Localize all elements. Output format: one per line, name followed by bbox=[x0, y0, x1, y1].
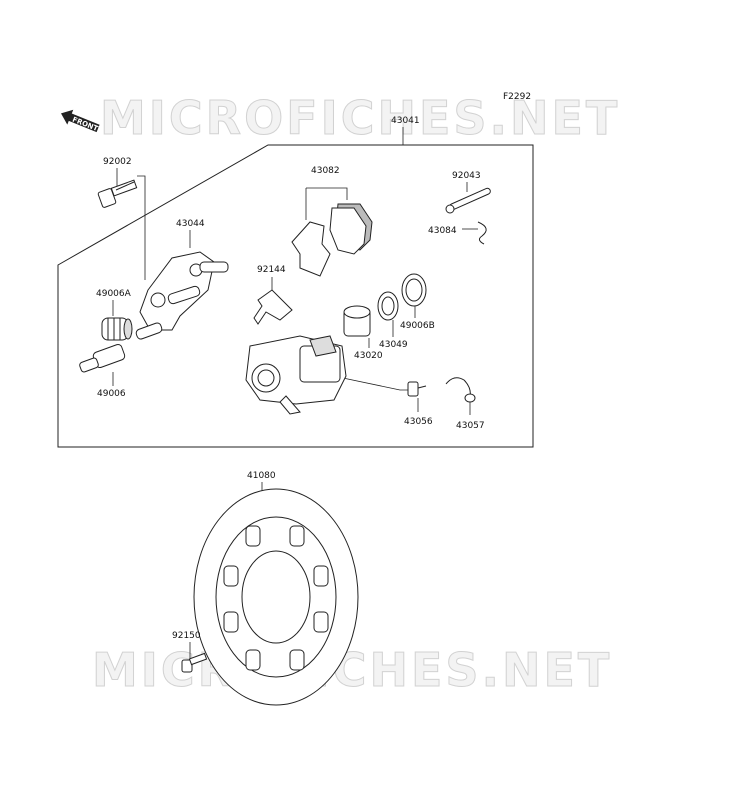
label-43057: 43057 bbox=[456, 421, 485, 431]
label-92043: 92043 bbox=[452, 171, 481, 181]
label-43041: 43041 bbox=[391, 116, 420, 126]
label-41080: 41080 bbox=[247, 471, 276, 481]
label-43084: 43084 bbox=[428, 226, 457, 236]
clip-43084 bbox=[477, 221, 487, 245]
brake-disc-41080 bbox=[193, 488, 359, 706]
label-92150: 92150 bbox=[172, 631, 201, 641]
label-49006A: 49006A bbox=[96, 289, 132, 299]
front-arrow-icon: FRONT bbox=[61, 109, 100, 134]
piston-43020 bbox=[343, 305, 371, 337]
label-43056: 43056 bbox=[404, 417, 433, 427]
label-43044: 43044 bbox=[176, 219, 205, 229]
figure-code: F2292 bbox=[503, 92, 531, 102]
assembly-frame bbox=[57, 144, 534, 448]
spring-92144 bbox=[253, 289, 293, 325]
bleeder-43056 bbox=[407, 381, 427, 397]
label-43020: 43020 bbox=[354, 351, 383, 361]
watermark-top: MICROFICHES.NET bbox=[100, 91, 620, 145]
cap-43057 bbox=[445, 377, 476, 403]
pin-92043 bbox=[445, 187, 491, 214]
bolt-92002 bbox=[97, 179, 138, 208]
label-43049: 43049 bbox=[379, 340, 408, 350]
front-label: FRONT bbox=[71, 116, 99, 134]
label-43082: 43082 bbox=[311, 166, 340, 176]
caliper-body bbox=[245, 335, 347, 415]
boot-49006A bbox=[101, 317, 133, 341]
label-49006: 49006 bbox=[97, 389, 126, 399]
label-92002: 92002 bbox=[103, 157, 132, 167]
bolt-92150 bbox=[181, 652, 208, 673]
label-49006B: 49006B bbox=[400, 321, 435, 331]
leader-lines bbox=[112, 127, 478, 658]
bracket-43044 bbox=[135, 251, 229, 340]
label-92144: 92144 bbox=[257, 265, 286, 275]
ring-49006B bbox=[401, 273, 427, 307]
seal-43049 bbox=[377, 291, 399, 321]
watermark-bottom: MICROFICHES.NET bbox=[92, 643, 612, 697]
brake-pads-43082 bbox=[291, 203, 373, 277]
pin-49006 bbox=[79, 343, 126, 373]
